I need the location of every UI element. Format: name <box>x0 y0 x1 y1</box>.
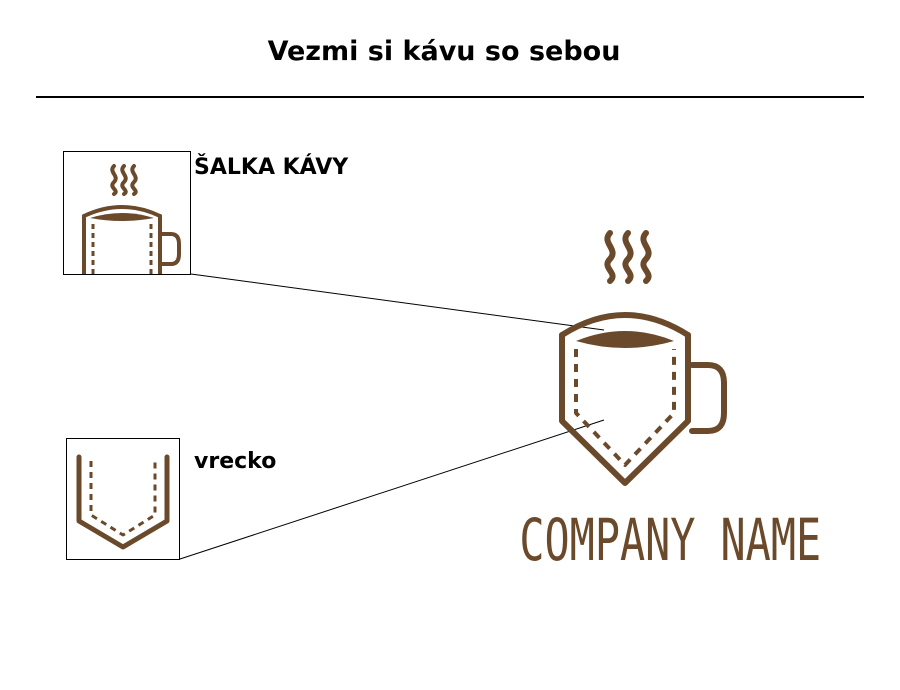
pocket-detail-thumbnail <box>66 438 180 560</box>
pocket-coffee-mug-icon <box>559 230 727 486</box>
pocket-label: vrecko <box>194 449 277 474</box>
pocket-icon <box>76 454 170 550</box>
company-name-wordmark: COMPANY NAME <box>519 506 822 574</box>
title-divider <box>36 96 864 98</box>
cup-connector-line <box>190 273 605 331</box>
coffee-cup-icon <box>82 164 181 274</box>
cup-label: ŠALKA KÁVY <box>194 155 349 180</box>
cup-detail-thumbnail <box>63 151 191 275</box>
pocket-connector-line <box>179 419 605 560</box>
page-title: Vezmi si kávu so sebou <box>267 36 621 67</box>
